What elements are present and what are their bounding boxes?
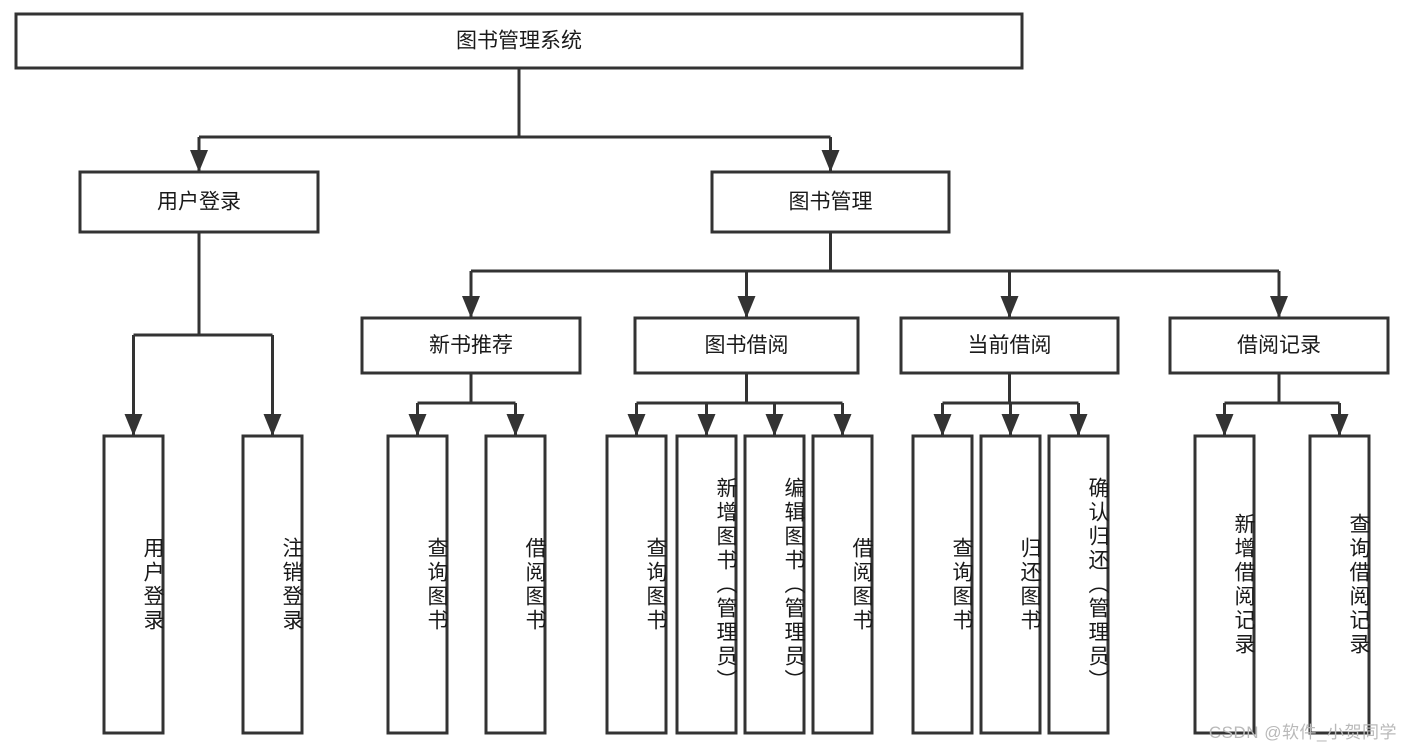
arrow-head-icon [933, 414, 952, 436]
node-box-borrow-record[interactable] [1168, 316, 1390, 375]
node-box-leaf-edit-book[interactable] [743, 434, 806, 735]
node-box-leaf-user-logout[interactable] [241, 434, 304, 735]
arrow-head-icon [833, 414, 852, 436]
arrow-head-icon [627, 414, 646, 436]
node-box-root[interactable] [14, 12, 1024, 70]
node-label-book-manage: 图书管理 [789, 191, 873, 214]
node-box-leaf-query-record[interactable] [1308, 434, 1371, 735]
node-box-leaf-add-record[interactable] [1193, 434, 1256, 735]
arrow-head-icon [697, 414, 716, 436]
node-box-leaf-query-book-1[interactable] [386, 434, 449, 735]
arrow-head-icon [1001, 414, 1020, 436]
node-box-leaf-return-book[interactable] [979, 434, 1042, 735]
node-box-leaf-borrow-book-2[interactable] [811, 434, 874, 735]
arrow-head-icon [124, 414, 143, 436]
arrow-head-icon [1000, 296, 1019, 318]
node-box-book-borrow[interactable] [633, 316, 860, 375]
node-label-new-book-rec: 新书推荐 [429, 334, 513, 357]
node-boxes-layer [14, 12, 1390, 735]
arrow-head-icon [1069, 414, 1088, 436]
node-box-new-book-rec[interactable] [360, 316, 582, 375]
node-label-root: 图书管理系统 [456, 30, 582, 53]
arrow-head-icon [737, 296, 756, 318]
arrow-head-icon [821, 150, 840, 172]
watermark-text: CSDN @软件_小贺同学 [1208, 723, 1397, 742]
node-box-leaf-borrow-book-1[interactable] [484, 434, 547, 735]
arrow-head-icon [1270, 296, 1288, 318]
arrow-head-icon [190, 150, 208, 172]
node-box-leaf-user-login[interactable] [102, 434, 165, 735]
node-box-leaf-confirm-return[interactable] [1047, 434, 1110, 735]
node-label-user-login: 用户登录 [157, 191, 241, 214]
node-box-leaf-query-book-2[interactable] [605, 434, 668, 735]
node-box-book-manage[interactable] [710, 170, 951, 234]
node-box-current-borrow[interactable] [899, 316, 1120, 375]
node-box-user-login[interactable] [78, 170, 320, 234]
node-box-leaf-query-book-3[interactable] [911, 434, 974, 735]
node-label-current-borrow: 当前借阅 [968, 334, 1052, 357]
arrow-head-icon [765, 414, 784, 436]
node-label-borrow-record: 借阅记录 [1237, 334, 1321, 357]
node-box-leaf-add-book[interactable] [675, 434, 738, 735]
arrow-head-icon [1330, 414, 1349, 436]
arrow-head-icon [263, 414, 282, 436]
arrow-head-icon [408, 414, 427, 436]
arrow-head-icon [506, 414, 525, 436]
arrow-head-icon [1215, 414, 1234, 436]
connectors-layer [124, 68, 1349, 436]
node-label-book-borrow: 图书借阅 [705, 334, 789, 357]
arrow-head-icon [462, 296, 480, 318]
